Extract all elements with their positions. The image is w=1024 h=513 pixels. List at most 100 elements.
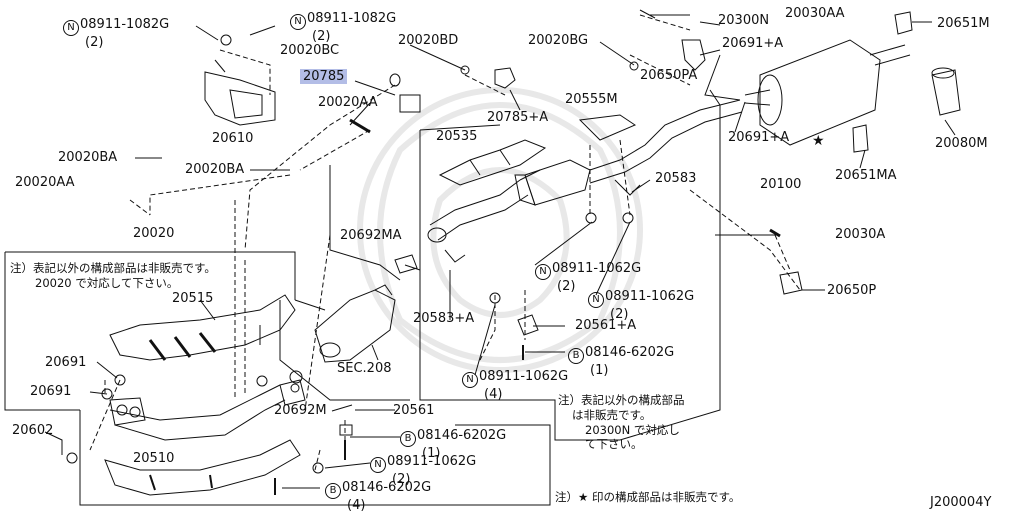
part-label-p20510[interactable]: 20510 [133,452,174,466]
part-label-p20691a-mid[interactable]: 20691+A [728,131,789,145]
part-label-p20030aa[interactable]: 20030AA [785,7,845,21]
part-number: SEC.208 [337,361,392,376]
part-number: 20020BG [528,33,589,48]
part-label-p20692ma[interactable]: 20692MA [340,229,401,243]
part-number: 08146-6202G [585,345,675,360]
part-label-p20535[interactable]: 20535 [436,130,477,144]
diagram-id: J200004Y [930,495,992,510]
part-label-p20651m[interactable]: 20651M [937,17,990,31]
part-number: 20020BD [398,33,459,48]
part-label-p20080m[interactable]: 20080M [935,137,988,151]
muffler-20100 [744,39,911,146]
lower-heat-shield-20510 [104,439,301,496]
part-label-p20692m[interactable]: 20692M [274,404,327,418]
part-number: 20650P [827,283,877,298]
rubber-hangers [769,11,913,295]
quantity: (2) [85,35,104,50]
part-number: 20583 [655,171,697,186]
bracket-20610 [204,34,276,126]
part-label-p20785[interactable]: 20785 [300,69,348,84]
part-number: 20020BC [280,43,340,58]
part-label-p20650pa[interactable]: 20650PA [640,69,697,83]
fastener-prefix-icon: N [588,292,604,308]
quantity: (1) [422,446,441,461]
part-label-p20020bg[interactable]: 20020BG [528,34,588,48]
part-number: 20610 [212,131,254,146]
catalytic-converter [514,159,591,206]
exhaust-manifold-20515 [109,294,296,361]
part-number: 08911-1082G [307,11,397,26]
part-label-p20561[interactable]: 20561 [393,404,434,418]
part-label-p20691a-top[interactable]: 20691+A [722,37,783,51]
part-number: 20030AA [785,6,845,21]
part-label-p20020bc[interactable]: 20020BC [280,44,339,58]
part-label-p20650p[interactable]: 20650P [827,284,876,298]
bottom-note: 注）★ 印の構成部品は非販売です。 [555,490,741,504]
part-label-p20555m[interactable]: 20555M [565,93,618,107]
part-label-p20020[interactable]: 20020 [133,227,174,241]
part-number: 08146-6202G [417,428,507,443]
part-label-p20691-b[interactable]: 20691 [30,385,71,399]
part-number: 20651M [937,16,990,31]
fastener-prefix-icon: B [568,348,584,364]
part-label-p20561a[interactable]: 20561+A [575,319,636,333]
quantity: (4) [484,387,503,402]
part-label-p20030a[interactable]: 20030A [835,228,885,242]
part-label-p20785a[interactable]: 20785+A [487,111,548,125]
part-number: 20020BA [185,162,245,177]
right-note-line2: は非販売です。 [572,408,652,422]
part-label-p20020bd[interactable]: 20020BD [398,34,458,48]
part-label-p20610[interactable]: 20610 [212,132,253,146]
watermark-emblem [357,87,643,373]
part-number: 20100 [760,177,802,192]
part-label-p20515[interactable]: 20515 [172,292,213,306]
part-number: 20020AA [15,175,75,190]
part-number: 20020 [133,226,175,241]
part-number: 08911-1062G [387,454,477,469]
part-label-p20583a[interactable]: 20583+A [413,312,474,326]
part-label-p20020aa-a[interactable]: 20020AA [318,96,378,110]
part-label-p20691-a[interactable]: 20691 [45,356,86,370]
heat-shield-20535 [438,139,547,186]
part-number: 20650PA [640,68,698,83]
dashed-leaders [89,14,801,495]
fastener-prefix-icon: N [462,372,478,388]
right-note-line1: 注）表記以外の構成部品 [558,393,685,407]
fastener-prefix-icon: N [63,20,79,36]
part-label-p20300n[interactable]: 20300N [718,14,769,28]
fastener-prefix-icon: N [370,457,386,473]
part-number: 20691 [45,355,87,370]
part-label-p20651ma[interactable]: 20651MA [835,169,896,183]
part-label-p20100[interactable]: 20100 [760,178,801,192]
left-note-line1: 注）表記以外の構成部品は非販売です。 [10,261,216,275]
part-number: 08146-6202G [342,480,432,495]
part-label-p20602[interactable]: 20602 [12,424,53,438]
part-label-p20020ba-b[interactable]: 20020BA [185,163,244,177]
part-number: 20300N [718,13,770,28]
part-number: 08911-1082G [80,17,170,32]
part-label-p20583[interactable]: 20583 [655,172,696,186]
part-number: 20535 [436,129,478,144]
right-note-line3: 20300N で対応し [585,423,680,437]
part-number: 20692MA [340,228,402,243]
star-marker: ★ [812,133,825,149]
part-number: 20692M [274,403,327,418]
part-label-sec208[interactable]: SEC.208 [337,362,392,376]
part-number: 20651MA [835,168,897,183]
quantity: (4) [347,498,366,513]
fastener-prefix-icon: B [325,483,341,499]
left-note-line2: 20020 で対応して下さい。 [35,276,179,290]
part-number: 20510 [133,451,175,466]
part-number: 20020BA [58,150,118,165]
part-label-p20020aa-b[interactable]: 20020AA [15,176,75,190]
part-label-p20020ba-a[interactable]: 20020BA [58,151,117,165]
